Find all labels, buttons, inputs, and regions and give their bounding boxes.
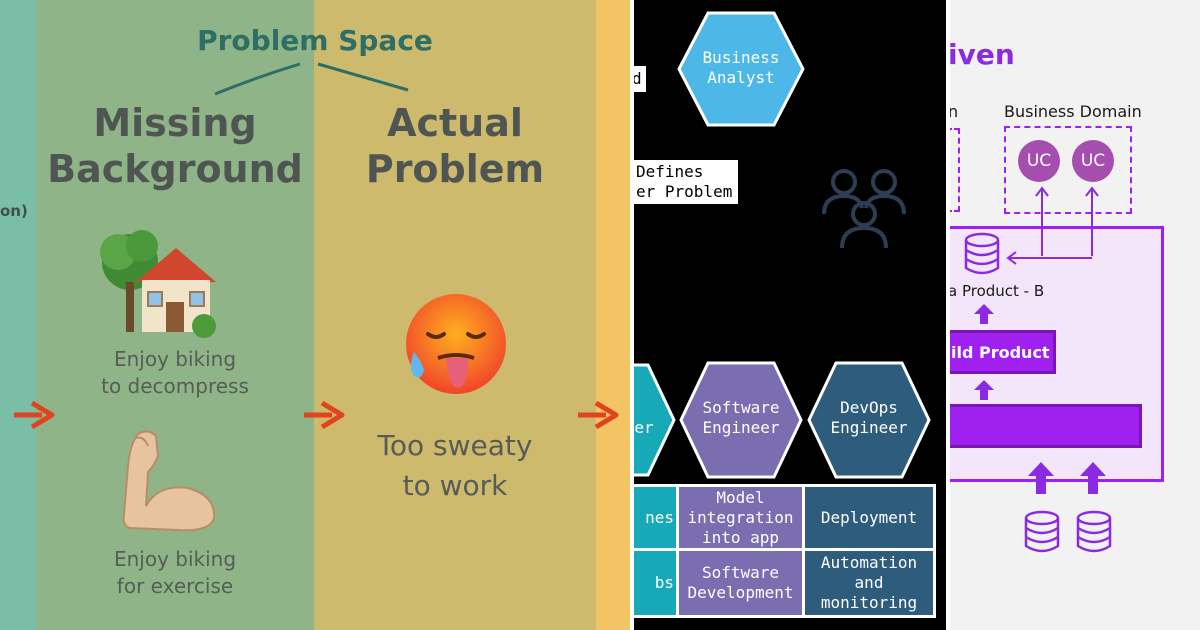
caption-line-1: Enjoy biking xyxy=(113,347,237,371)
business-domain-label: Business Domain xyxy=(1004,102,1142,121)
label-line-2: Engineer xyxy=(830,418,908,437)
grid-cell-deployment: Deployment xyxy=(805,487,933,548)
arrow-right-icon xyxy=(14,400,55,430)
clipped-hexagon-label: er xyxy=(634,418,654,437)
heading-line-2: Background xyxy=(47,147,303,191)
devops-engineer-hexagon xyxy=(807,361,931,479)
database-icon xyxy=(1024,510,1060,553)
grid-cell-software-development: Software Development xyxy=(679,551,802,615)
biking-decompress-caption: Enjoy biking to decompress xyxy=(36,346,314,400)
flexed-biceps-icon xyxy=(122,430,216,532)
clipped-label: n xyxy=(948,102,959,121)
panel-title-clipped: iven xyxy=(948,38,1015,71)
up-arrow-icon xyxy=(1028,462,1054,494)
caption-line-2: to decompress xyxy=(101,374,249,398)
label-line-2: Engineer xyxy=(702,418,780,437)
heading-line-2: Problem xyxy=(365,147,545,191)
bracket-lines xyxy=(214,62,409,96)
caption-line-1: Enjoy biking xyxy=(113,547,237,571)
label-line-2: er Problem xyxy=(636,182,733,201)
arrow-right-icon xyxy=(304,400,345,430)
panel-divider xyxy=(946,0,950,630)
caption-line-2: to work xyxy=(402,469,508,502)
devops-engineer-label: DevOps Engineer xyxy=(806,396,932,440)
users-group-icon xyxy=(822,169,906,249)
caption-line-2: for exercise xyxy=(116,574,234,598)
heading-line-1: Actual xyxy=(387,101,523,145)
software-engineer-hexagon xyxy=(679,361,803,479)
database-icon xyxy=(964,232,1000,275)
heading-line-1: Missing xyxy=(93,101,257,145)
missing-background-heading: Missing Background xyxy=(36,100,314,192)
build-product-button[interactable]: ild Product xyxy=(948,330,1056,374)
actual-problem-heading: Actual Problem xyxy=(314,100,596,192)
clipped-dashed-box xyxy=(948,128,960,212)
label-line-2: Analyst xyxy=(707,68,775,87)
teal-column xyxy=(0,0,36,630)
label-line-1: Defines xyxy=(636,162,704,181)
label-line-1: DevOps xyxy=(840,398,898,417)
panel-divider xyxy=(630,0,634,630)
grid-cell-automation-monitoring: Automation and monitoring xyxy=(805,551,933,615)
grid-cell-model-integration: Model integration into app xyxy=(679,487,802,548)
connector-arrows xyxy=(1006,186,1099,265)
data-product-panel: iven n Business Domain UC UC a Product -… xyxy=(948,0,1200,630)
software-engineer-label: Software Engineer xyxy=(678,396,804,440)
business-domain-box xyxy=(1004,126,1132,214)
business-analyst-label: Business Analyst xyxy=(676,46,806,90)
roles-panel: d Business Analyst Defines er Problem er… xyxy=(632,0,948,630)
orange-column xyxy=(596,0,632,630)
arrow-right-icon xyxy=(578,400,619,430)
label-line-1: Software xyxy=(702,398,780,417)
up-arrow-icon xyxy=(974,380,994,400)
pipeline-bar xyxy=(948,404,1142,448)
defines-problem-label: Defines er Problem xyxy=(632,160,738,204)
too-sweaty-caption: Too sweaty to work xyxy=(314,426,596,506)
data-product-b-label: a Product - B xyxy=(948,282,1045,300)
use-case-circle-2: UC xyxy=(1072,140,1114,182)
caption-line-1: Too sweaty xyxy=(377,429,533,462)
use-case-circle-1: UC xyxy=(1018,140,1060,182)
house-with-tree-icon xyxy=(100,230,216,338)
label-line-1: Business xyxy=(702,48,780,67)
biking-exercise-caption: Enjoy biking for exercise xyxy=(36,546,314,600)
up-arrow-icon xyxy=(974,304,994,324)
clipped-teal-hexagon xyxy=(632,363,676,477)
clipped-label-top: d xyxy=(632,66,646,92)
clipped-text-left: on) xyxy=(0,202,28,220)
problem-space-panel: on) Problem Space Missing Background Act… xyxy=(0,0,632,630)
grid-cell-clipped-1: nes xyxy=(632,487,676,548)
hot-face-icon xyxy=(406,294,506,394)
problem-space-title: Problem Space xyxy=(197,24,433,57)
grid-cell-clipped-2: bs xyxy=(632,551,676,615)
up-arrow-icon xyxy=(1080,462,1106,494)
business-analyst-hexagon xyxy=(677,11,805,127)
database-icon xyxy=(1076,510,1112,553)
